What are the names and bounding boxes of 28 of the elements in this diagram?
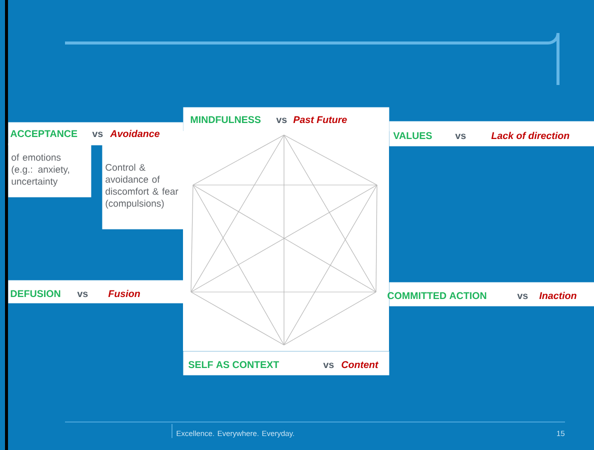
- opposite-label: Lack of direction: [491, 132, 570, 140]
- label-strip: [8, 280, 184, 304]
- vs-label: vs: [276, 118, 287, 124]
- text-box: Control & avoidance of discomfort & fear (compulsions): [102, 143, 184, 230]
- vs-label: vs: [92, 132, 103, 138]
- label-strip: [183, 351, 390, 376]
- label-strip: [388, 282, 594, 306]
- term-label: ACCEPTANCE: [10, 130, 78, 138]
- vs-label: vs: [517, 294, 528, 300]
- node-label: Control & avoidance of discomfort & fear (compulsions): [106, 164, 178, 209]
- label-strip: [8, 122, 184, 146]
- node-label: of emotions (e.g.: anxiety, uncertainty: [12, 154, 70, 187]
- vs-label: vs: [77, 292, 88, 298]
- vs-label: vs: [323, 362, 334, 368]
- opposite-label: Avoidance: [110, 130, 160, 138]
- term-label: DEFUSION: [10, 290, 60, 298]
- opposite-label: Inaction: [539, 292, 576, 300]
- text-box: of emotions (e.g.: anxiety, uncertainty: [8, 143, 92, 198]
- label-strip: [183, 107, 390, 132]
- term-label: MINDFULNESS: [190, 116, 261, 124]
- opposite-label: Past Future: [293, 116, 347, 124]
- opposite-label: Content: [342, 361, 379, 368]
- opposite-label: Fusion: [108, 290, 140, 298]
- term-label: VALUES: [393, 132, 432, 140]
- label-strip: [389, 121, 594, 146]
- term-label: SELF AS CONTEXT: [188, 361, 280, 368]
- vs-label: vs: [455, 134, 466, 140]
- term-label: COMMITTED ACTION: [388, 292, 486, 300]
